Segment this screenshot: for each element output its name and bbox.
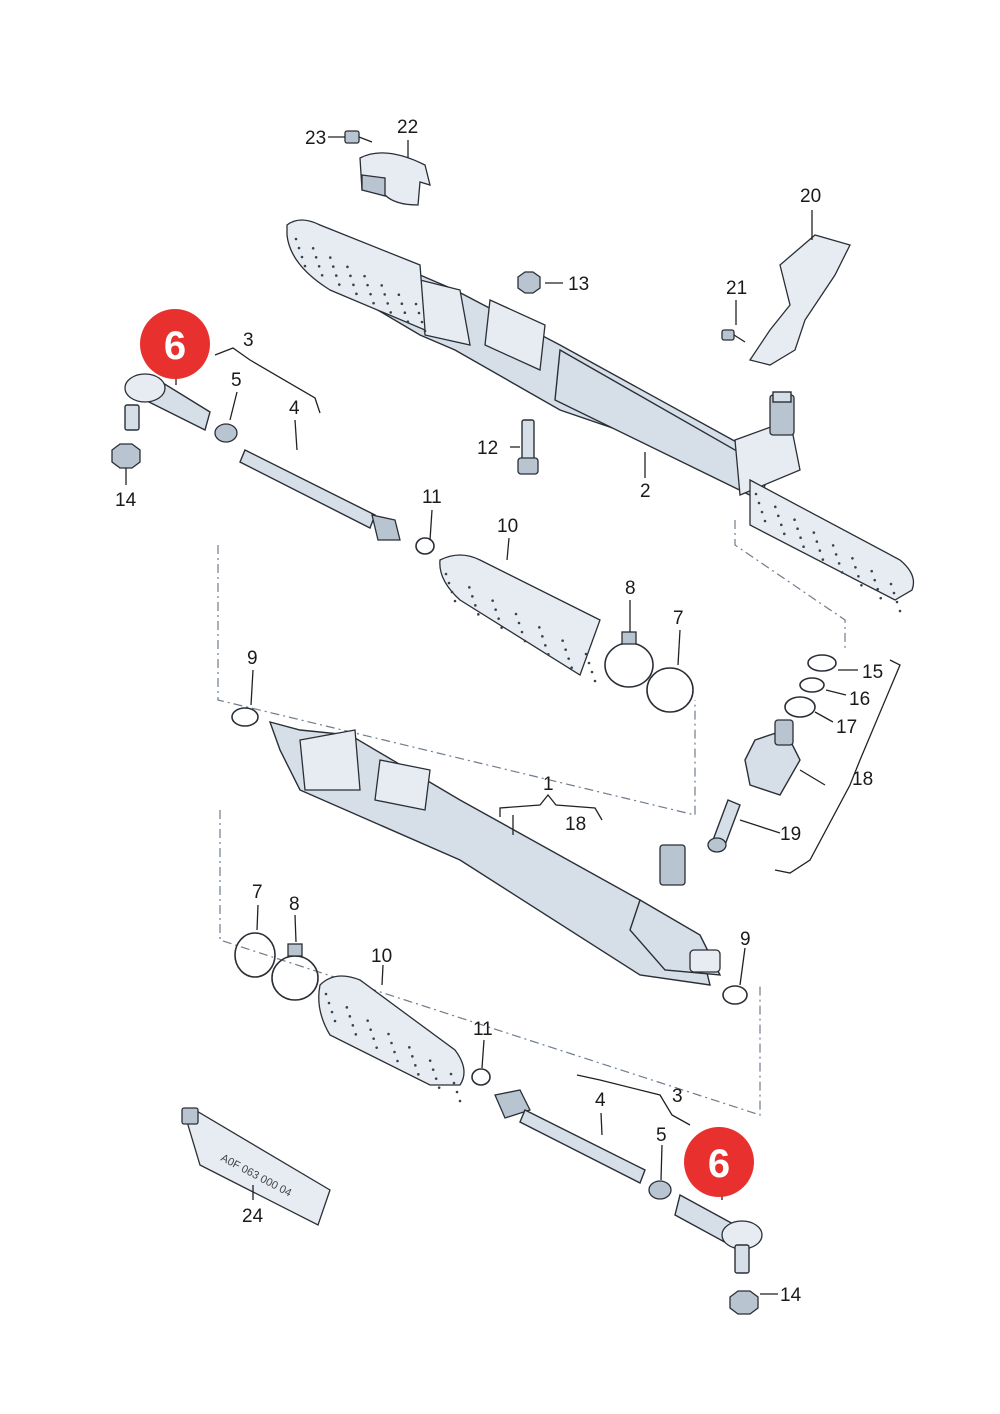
part-nut-5-bot xyxy=(648,1180,672,1200)
part-clamp-8-bot xyxy=(271,943,319,1001)
callout-3-top: 3 xyxy=(243,330,254,351)
callout-7-top: 7 xyxy=(673,608,684,629)
callout-11-bot: 11 xyxy=(473,1019,493,1040)
part-bolt-21 xyxy=(721,329,746,343)
callout-8-top: 8 xyxy=(625,578,636,599)
part-valve-18 xyxy=(744,719,801,796)
callout-12: 12 xyxy=(477,438,498,459)
part-nut-14-top xyxy=(111,443,141,469)
part-washer-9-top xyxy=(231,707,259,727)
callout-16: 16 xyxy=(849,689,870,710)
part-clamp-8-top xyxy=(604,631,654,688)
part-nut-13 xyxy=(517,271,541,294)
dash-outline-lower xyxy=(219,810,761,1116)
part-nut-14-bot xyxy=(729,1290,759,1315)
callout-17: 17 xyxy=(836,717,857,738)
callout-14-top: 14 xyxy=(115,490,137,511)
part-clamp-22 xyxy=(359,152,431,206)
part-bolt-23 xyxy=(344,130,373,144)
part-seal-7-top xyxy=(646,667,694,713)
callout-11-top: 11 xyxy=(422,487,442,508)
callout-4-top: 4 xyxy=(289,398,300,419)
badge-bottom: 6 xyxy=(684,1127,754,1197)
callout-19: 19 xyxy=(780,824,801,845)
part-bracket-20 xyxy=(748,234,851,366)
part-rack-housing-1 xyxy=(268,720,722,986)
part-inner-tie-rod-bot xyxy=(494,1089,646,1184)
part-inner-tie-rod-top xyxy=(239,449,401,541)
callout-20: 20 xyxy=(800,186,821,207)
part-tie-rod-end-bot xyxy=(674,1193,763,1274)
callout-9-bot: 9 xyxy=(740,929,751,950)
callout-9-top: 9 xyxy=(247,648,258,669)
callout-10-top: 10 xyxy=(497,516,518,537)
callout-13: 13 xyxy=(568,274,589,295)
callout-14-bot: 14 xyxy=(780,1285,802,1306)
callout-15: 15 xyxy=(862,662,883,683)
part-tie-rod-end-top xyxy=(124,373,211,432)
callout-7-bot: 7 xyxy=(252,882,263,903)
badge-bottom-label: 6 xyxy=(708,1142,730,1186)
callout-3-bot: 3 xyxy=(672,1086,683,1107)
callout-22: 22 xyxy=(397,117,418,138)
part-boot-10-top xyxy=(439,554,601,676)
part-boot-10-bot xyxy=(318,975,465,1086)
leader-lines xyxy=(125,136,901,1295)
callout-5-bot: 5 xyxy=(656,1125,667,1146)
callout-1: 1 xyxy=(543,774,554,795)
part-clip-11-top xyxy=(415,537,435,555)
part-bolt-19 xyxy=(707,799,741,853)
callout-18-bracket: 18 xyxy=(852,769,873,790)
callout-2: 2 xyxy=(640,481,651,502)
callout-5-top: 5 xyxy=(231,370,242,391)
callout-21: 21 xyxy=(726,278,747,299)
part-orings-15-17 xyxy=(784,654,837,718)
part-boot-upper-right xyxy=(749,478,915,601)
callout-18-sub: 18 xyxy=(565,814,586,835)
callout-4-bot: 4 xyxy=(595,1090,606,1111)
part-washer-9-bot xyxy=(722,985,748,1005)
part-nut-5-top xyxy=(214,423,238,443)
callout-8-bot: 8 xyxy=(289,894,300,915)
boot-texture-1 xyxy=(754,492,902,613)
callout-24: 24 xyxy=(242,1206,264,1227)
boot-texture-2 xyxy=(444,572,597,683)
callout-23: 23 xyxy=(305,128,326,149)
callout-labels: 23 22 13 12 2 20 21 3 5 4 14 11 10 8 7 9… xyxy=(115,117,883,1306)
part-boot-upper-left xyxy=(286,219,426,332)
callout-10-bot: 10 xyxy=(371,946,392,967)
boot-texture-0 xyxy=(294,237,427,333)
dash-outline-right xyxy=(734,520,846,650)
dash-outline-upper xyxy=(217,545,696,816)
part-seal-7-bot xyxy=(234,932,276,978)
badge-top-label: 6 xyxy=(164,324,186,368)
boot-texture-3 xyxy=(324,992,462,1103)
badge-top: 6 xyxy=(140,309,210,379)
part-bolt-12 xyxy=(517,419,539,475)
part-clip-11-bot xyxy=(471,1068,491,1086)
